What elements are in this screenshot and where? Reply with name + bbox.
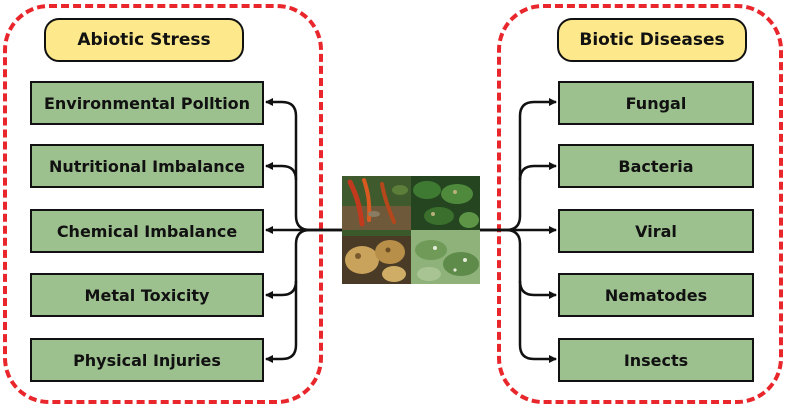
- connector-left-2: [265, 162, 298, 181]
- abiotic-panel: [3, 4, 323, 404]
- connector-left-5: [265, 281, 298, 363]
- node-fungal: Fungal: [558, 81, 754, 125]
- connector-right-2: [518, 162, 557, 181]
- connector-left-4: [265, 228, 342, 299]
- connector-right-4: [480, 228, 557, 299]
- connector-right-5: [518, 281, 557, 363]
- node-nematodes: Nematodes: [558, 273, 754, 317]
- biotic-diseases-title: Biotic Diseases: [557, 18, 747, 62]
- diseased-tomato-leaves-photo: [411, 176, 480, 230]
- node-environmental-pollution: Environmental Polltion: [30, 81, 264, 125]
- plant-disease-photo-collage: [342, 176, 480, 284]
- node-physical-injuries: Physical Injuries: [30, 338, 264, 382]
- biotic-panel: [497, 4, 783, 404]
- diseased-peppers-photo: [342, 176, 411, 230]
- node-nutritional-imbalance: Nutritional Imbalance: [30, 144, 264, 188]
- node-chemical-imbalance: Chemical Imbalance: [30, 209, 264, 253]
- node-bacteria: Bacteria: [558, 144, 754, 188]
- node-viral: Viral: [558, 209, 754, 253]
- abiotic-stress-title: Abiotic Stress: [44, 18, 244, 62]
- node-insects: Insects: [558, 338, 754, 382]
- node-metal-toxicity: Metal Toxicity: [30, 273, 264, 317]
- infected-potatoes-photo: [342, 230, 411, 284]
- infected-leaves-photo: [411, 230, 480, 284]
